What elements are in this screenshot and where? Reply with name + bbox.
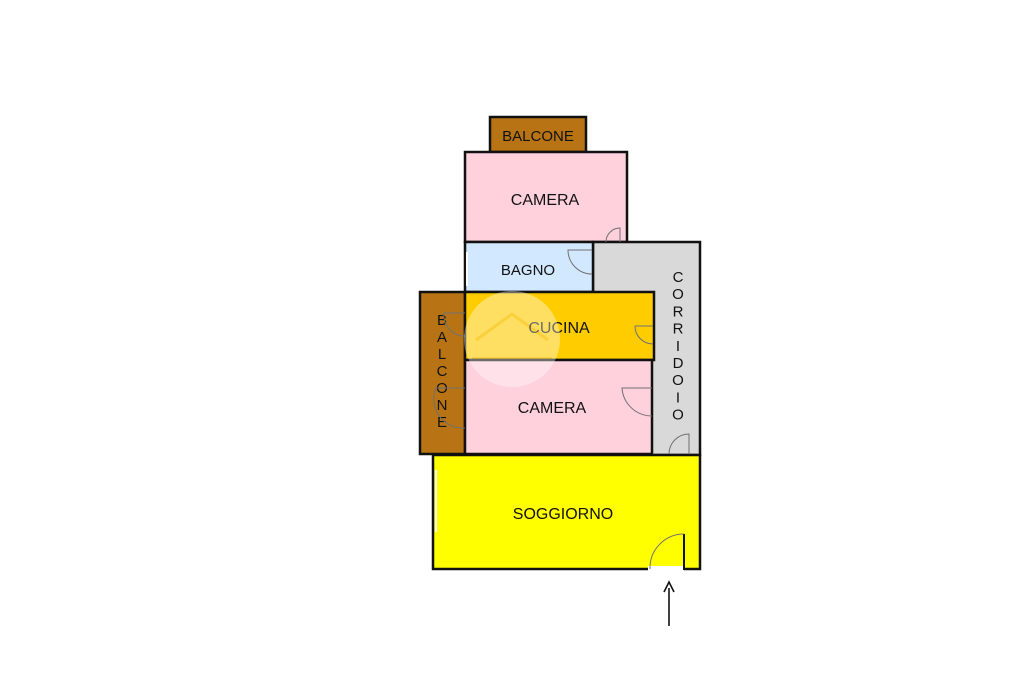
door-balcone-kitchen	[443, 312, 466, 337]
label-balcone-top: BALCONE	[502, 128, 574, 145]
door-corridor-living	[668, 433, 690, 455]
door-cucina	[634, 325, 654, 345]
up-arrow-icon	[663, 580, 675, 626]
vertical-letter: R	[673, 321, 684, 338]
vertical-letter: A	[437, 329, 447, 346]
entrance-opening	[648, 566, 684, 572]
room-camera-top	[463, 150, 629, 244]
door-camera-top	[605, 227, 621, 243]
label-camera-mid: CAMERA	[518, 400, 587, 417]
vertical-letter: D	[673, 355, 684, 372]
room-camera-mid	[463, 358, 654, 456]
vertical-letter: C	[437, 363, 448, 380]
vertical-letter: R	[673, 303, 684, 320]
label-cucina: CUCINA	[528, 320, 590, 337]
vertical-letter: E	[437, 414, 447, 431]
vertical-letter: N	[437, 397, 448, 414]
door-bagno	[567, 249, 593, 275]
vertical-letter: I	[676, 389, 680, 406]
room-cucina	[463, 290, 656, 362]
vertical-letter: L	[438, 346, 446, 363]
label-camera-top: CAMERA	[511, 192, 580, 209]
vertical-letter: O	[672, 407, 684, 424]
entrance-door-swing	[649, 533, 685, 570]
vertical-letter: O	[672, 372, 684, 389]
vertical-letter: I	[676, 338, 680, 355]
room-balcone-side	[418, 290, 467, 456]
label-bagno: BAGNO	[501, 262, 555, 279]
label-soggiorno: SOGGIORNO	[513, 506, 613, 523]
vertical-letter: C	[673, 269, 684, 286]
door-camera-mid	[621, 387, 653, 417]
vertical-letter: O	[672, 286, 684, 303]
vertical-letter: B	[437, 312, 447, 329]
house-watermark-icon	[464, 291, 560, 387]
door-balcone-camera	[433, 387, 466, 429]
